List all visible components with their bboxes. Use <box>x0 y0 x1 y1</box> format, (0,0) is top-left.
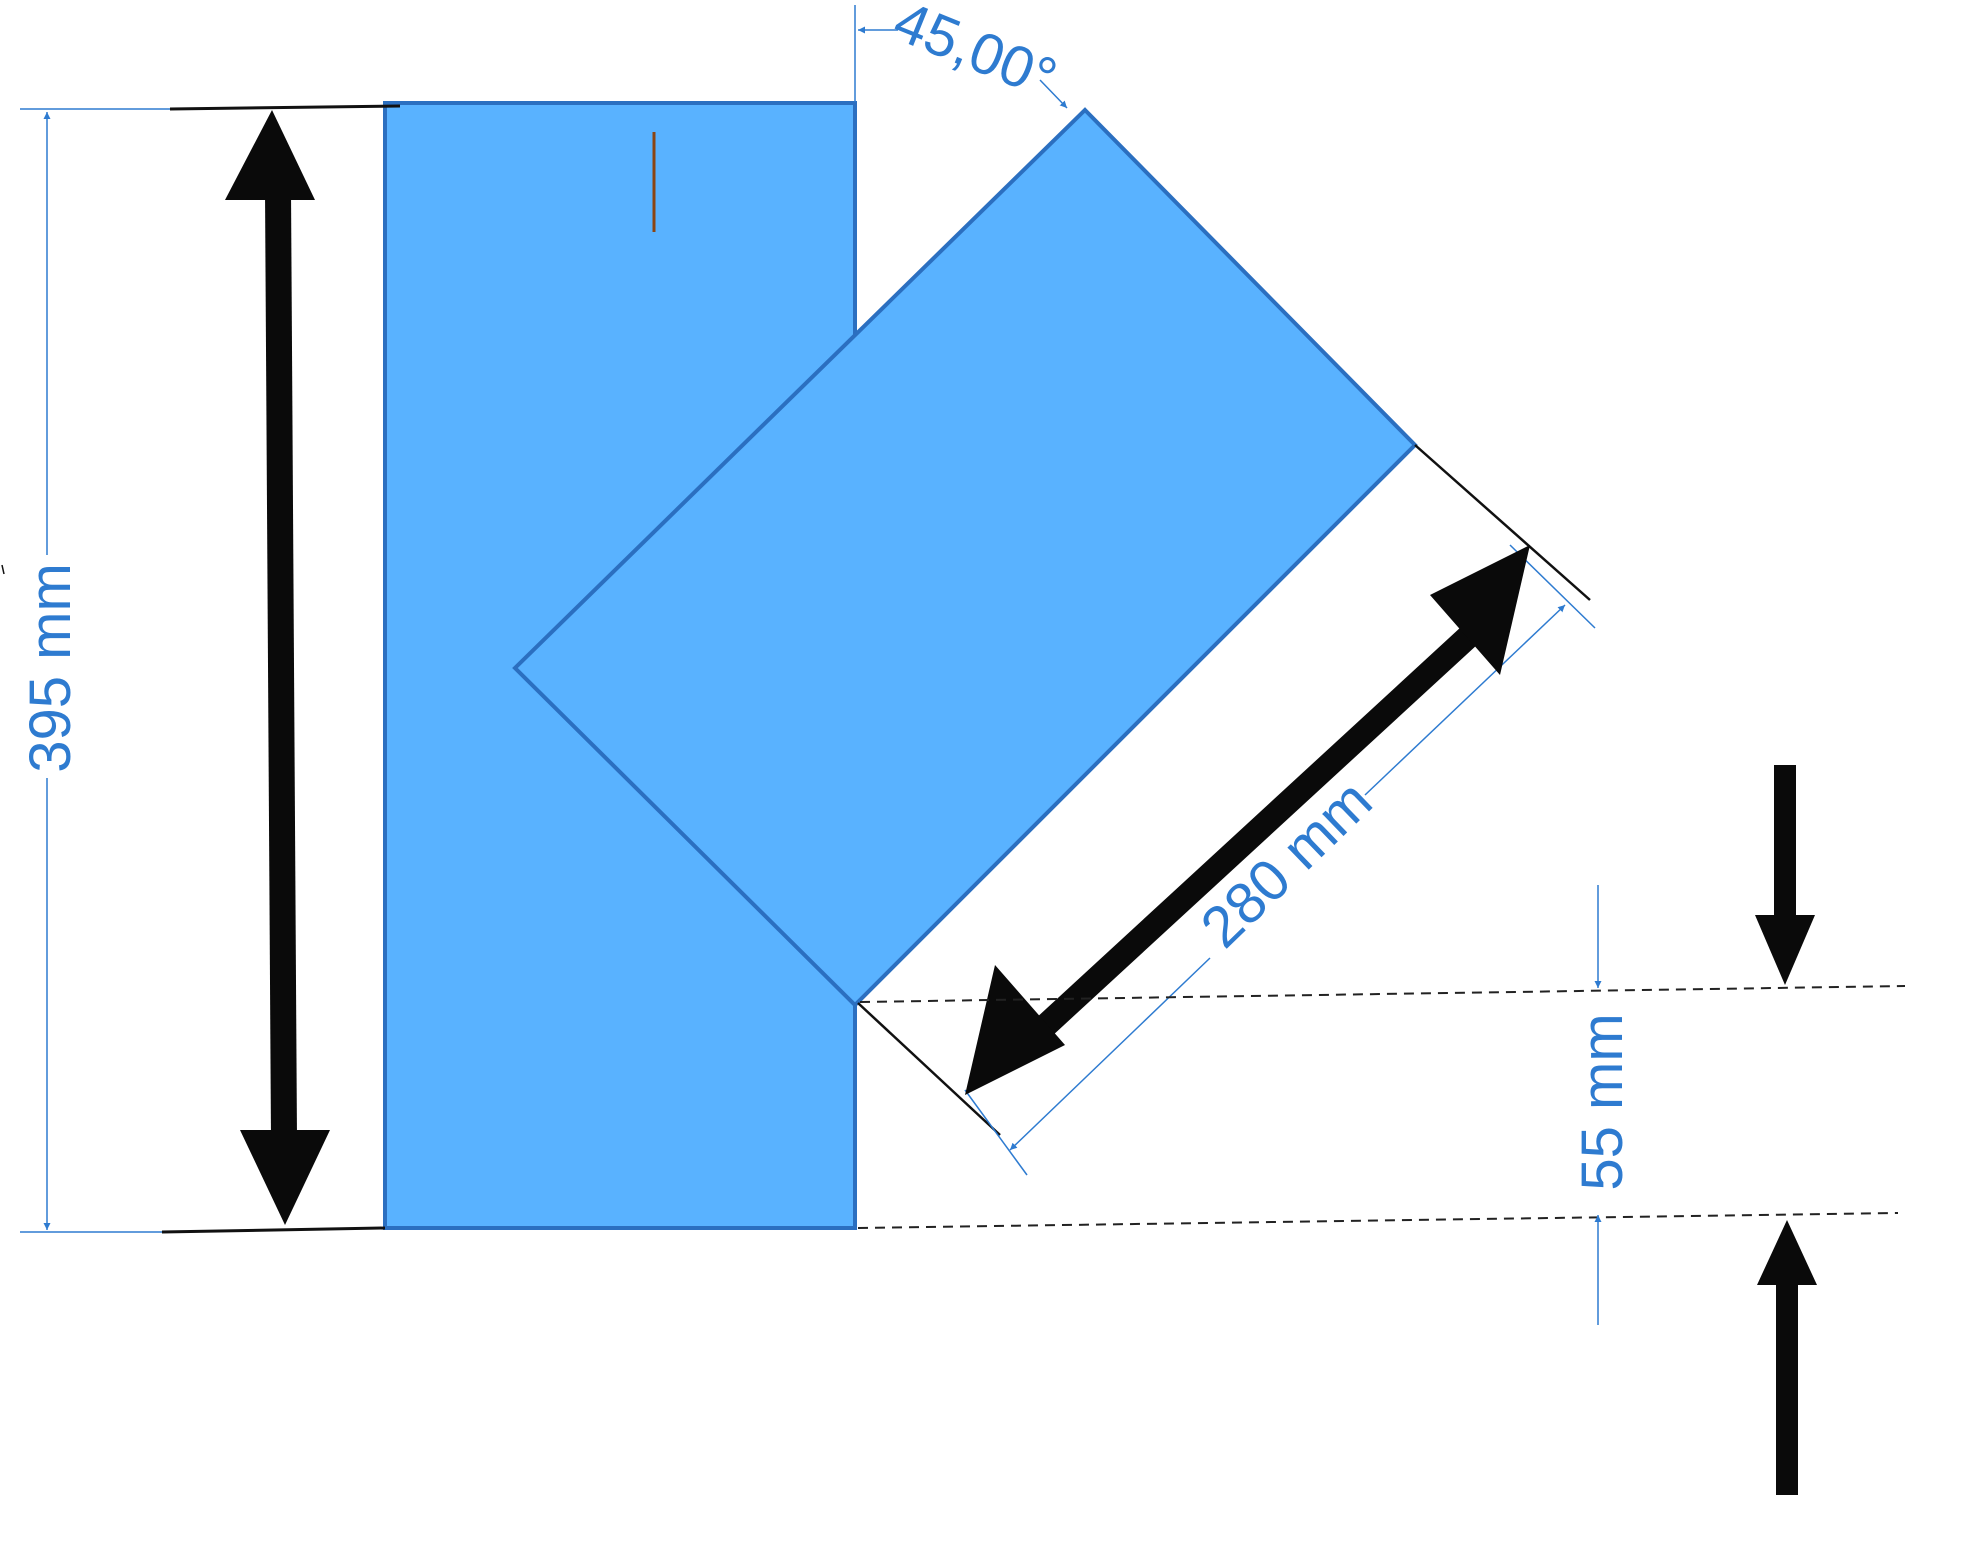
stray-mark <box>1 564 5 575</box>
angle-dimension-label: 45,00° <box>885 0 1065 112</box>
dashed-reference-top <box>859 985 1906 1003</box>
height-dimension-label: 395 mm <box>18 563 83 773</box>
branch-dimension-line-upper <box>1364 604 1566 796</box>
branch-dimension-line-lower <box>1009 957 1211 1151</box>
branch-double-arrow <box>965 545 1530 1095</box>
branch-pipe <box>512 107 1418 1008</box>
branch-extension-top <box>1414 444 1591 601</box>
branch-extension-bottom <box>857 1002 1001 1136</box>
height-double-arrow <box>225 110 330 1225</box>
offset-arrow-down <box>1755 765 1815 985</box>
offset-arrow-up <box>1757 1220 1817 1495</box>
extension-line-bottom <box>161 1226 386 1234</box>
branch-extension-thin-bottom <box>964 1089 1028 1176</box>
dashed-reference-bottom <box>857 1212 1899 1229</box>
offset-dimension-label: 55 mm <box>1570 1013 1635 1190</box>
angle-dimension-right <box>1039 79 1068 109</box>
extension-line-top <box>169 104 401 111</box>
